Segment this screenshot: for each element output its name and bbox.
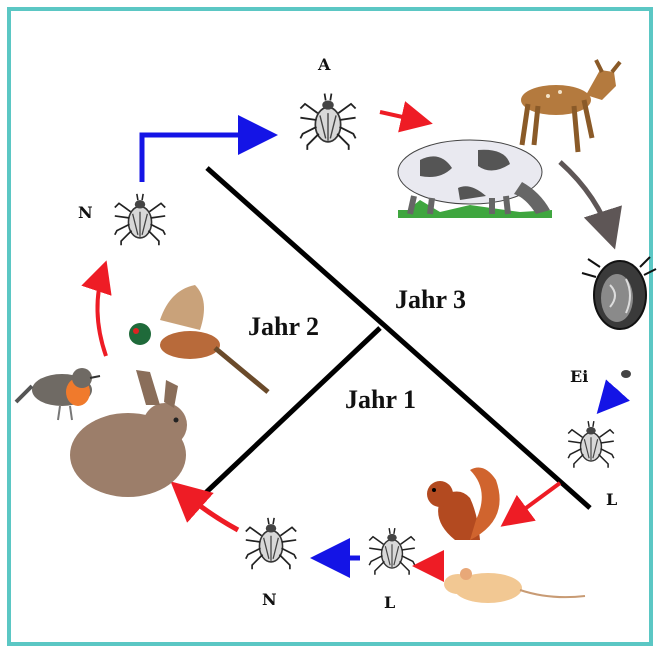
stage-label-nymph-bottom: N bbox=[262, 590, 277, 609]
red-arrow-adult-to-cow bbox=[379, 101, 433, 133]
squirrel-icon bbox=[427, 467, 500, 540]
gray-arrow-cow-to-engorged bbox=[558, 160, 622, 250]
stage-label-egg: Ei bbox=[570, 367, 588, 386]
stage-label-nymph-year2: N bbox=[78, 203, 93, 222]
red-arrow-nymph-to-rabbit bbox=[170, 481, 240, 533]
robin-icon bbox=[14, 368, 101, 421]
egg-icon bbox=[621, 370, 631, 378]
cow-icon bbox=[397, 139, 552, 218]
year-dividers bbox=[196, 166, 592, 510]
lifecycle-arrows bbox=[81, 101, 630, 582]
deer-icon bbox=[519, 59, 622, 153]
red-arrow-robin-to-nymph bbox=[81, 260, 112, 357]
engorged-tick-icon bbox=[581, 256, 657, 330]
stage-label-adult: A bbox=[317, 55, 331, 74]
pheasant-icon bbox=[129, 285, 270, 394]
year-2-label: Jahr 2 bbox=[248, 312, 319, 341]
year-3-label: Jahr 3 bbox=[395, 285, 466, 314]
year-1-label: Jahr 1 bbox=[345, 385, 416, 414]
red-arrow-larva-to-squirrel bbox=[500, 481, 562, 527]
stage-label-larva-year1: L bbox=[606, 490, 617, 509]
divider-line-long bbox=[205, 166, 592, 510]
divider-line-short bbox=[196, 326, 382, 502]
mouse-icon bbox=[444, 568, 586, 603]
blue-arrow-egg-to-larva bbox=[596, 379, 630, 414]
blue-arrow-nymph-to-adult bbox=[139, 115, 278, 182]
rabbit-icon bbox=[70, 370, 187, 497]
stage-label-larva-bottom: L bbox=[384, 593, 395, 612]
